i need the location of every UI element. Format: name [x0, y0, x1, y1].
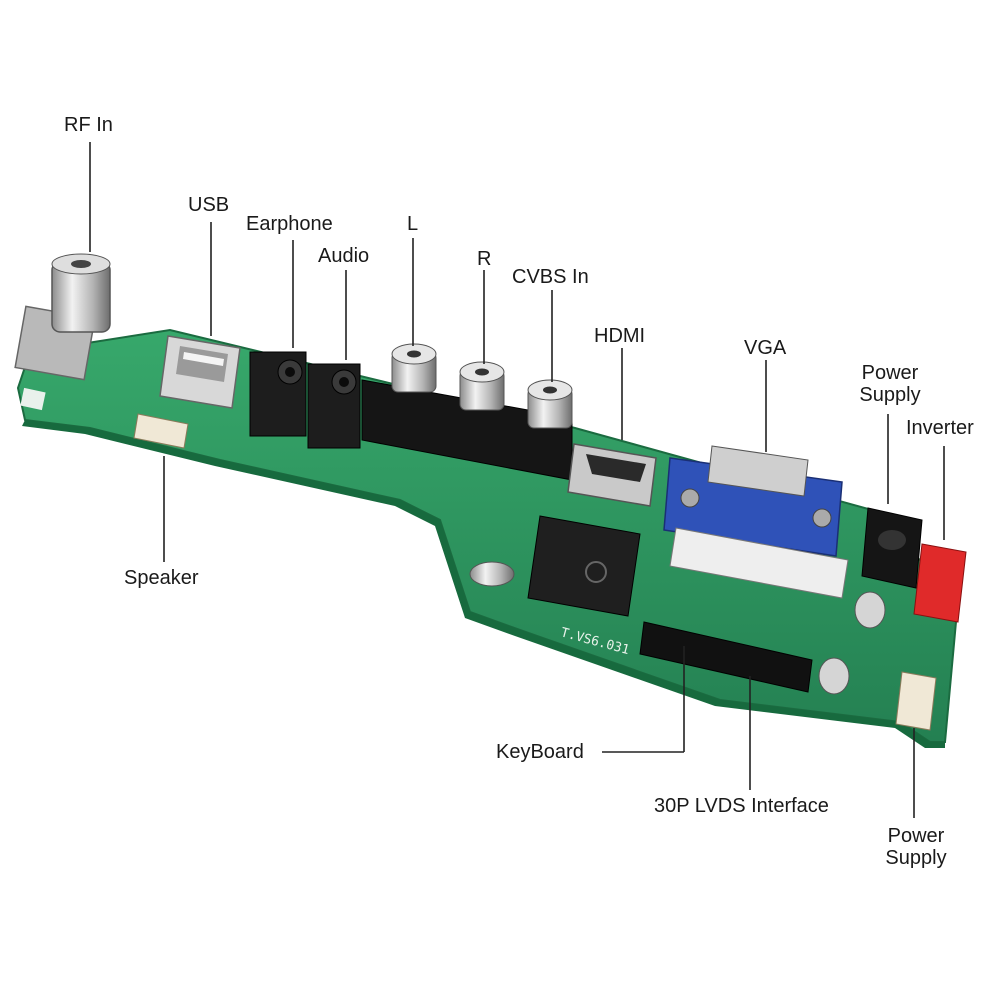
- label-power-supply-bottom-line1: Power: [887, 825, 945, 847]
- label-vga: VGA: [744, 337, 787, 359]
- label-power-supply-top: Power Supply: [852, 362, 928, 406]
- leader-lines: [89, 142, 945, 818]
- bottom-power-connector: [895, 671, 937, 731]
- hdmi-connector: [567, 443, 657, 507]
- speaker-connector: [133, 413, 189, 449]
- label-speaker: Speaker: [124, 567, 199, 589]
- label-usb: USB: [188, 194, 230, 216]
- rf-connector: [14, 253, 111, 381]
- lvds-white-header: [669, 527, 849, 599]
- power-jack: [861, 507, 923, 589]
- main-chip: [527, 515, 641, 617]
- label-cvbs-in: CVBS In: [512, 266, 589, 288]
- vga-connector: [663, 445, 843, 557]
- label-hdmi: HDMI: [594, 325, 646, 347]
- label-r: R: [477, 248, 492, 270]
- audio-jack: [307, 363, 361, 449]
- label-power-supply-bottom-line2: Supply: [885, 847, 947, 869]
- inverter-connector: [913, 543, 967, 623]
- label-l: L: [407, 213, 419, 235]
- capacitors: [818, 591, 886, 695]
- label-power-supply-top-line2: Supply: [859, 384, 921, 406]
- label-earphone: Earphone: [246, 213, 333, 235]
- label-inverter: Inverter: [906, 417, 974, 439]
- label-lvds-interface: 30P LVDS Interface: [654, 795, 829, 817]
- label-audio: Audio: [318, 245, 370, 267]
- label-keyboard: KeyBoard: [496, 741, 584, 763]
- label-power-supply-top-line1: Power: [861, 362, 919, 384]
- crystal: [469, 561, 515, 587]
- lvds-pin-header: [639, 621, 813, 693]
- label-power-supply-bottom: Power Supply: [876, 825, 956, 869]
- usb-connector: [159, 335, 241, 409]
- earphone-jack: [249, 351, 307, 437]
- label-rf-in: RF In: [64, 114, 113, 136]
